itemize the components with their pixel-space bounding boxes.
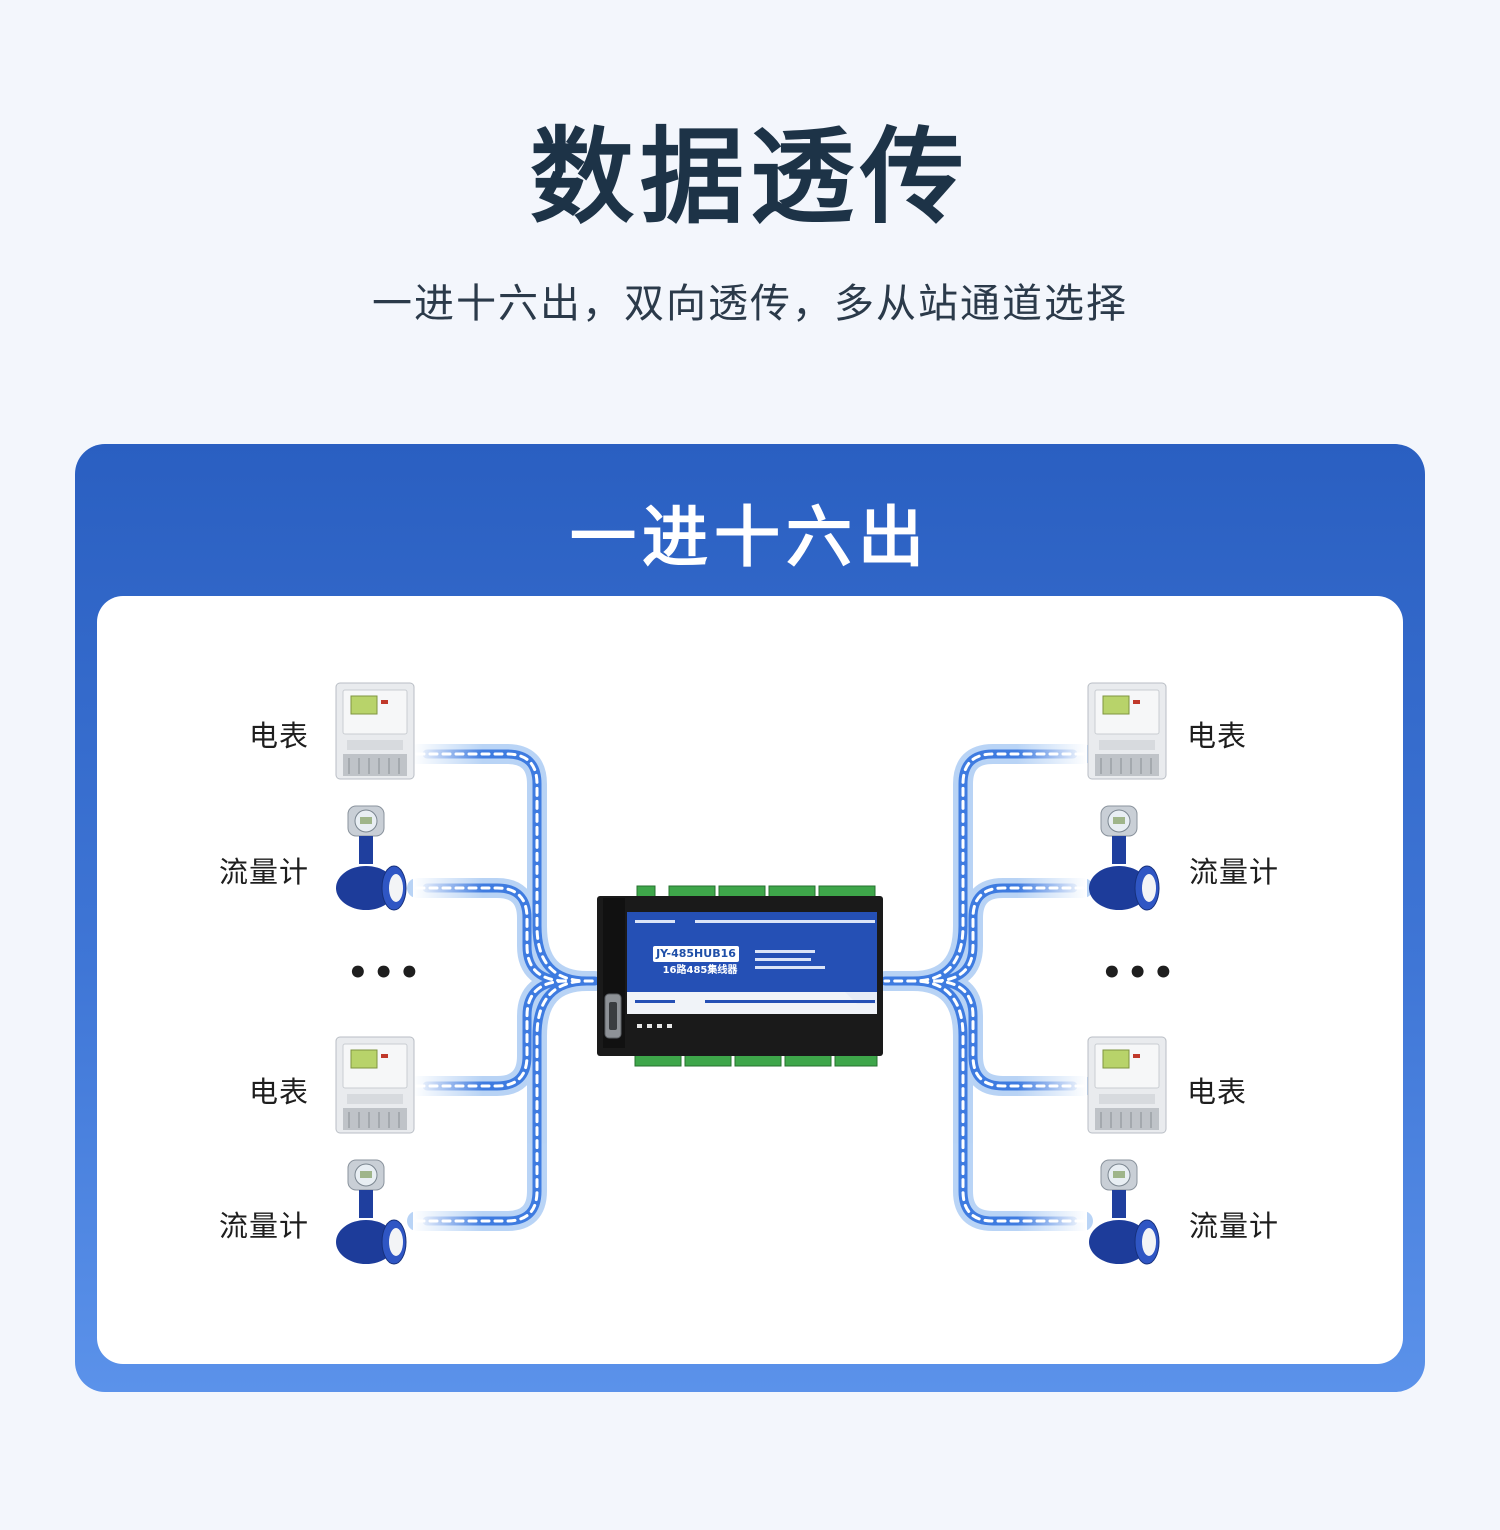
device-label-left-3: 电表 bbox=[248, 1075, 309, 1109]
topology-card: 电表 流量计 bbox=[97, 596, 1403, 1364]
device-label-left-1: 电表 bbox=[248, 719, 309, 753]
hub-model-label: JY-485HUB16 bbox=[653, 946, 739, 962]
connection-wires bbox=[407, 726, 1093, 1246]
device-label-right-3: 电表 bbox=[1187, 1075, 1248, 1109]
page-title: 数据透传 bbox=[529, 116, 970, 238]
rs485-hub-device-icon: JY-485HUB16 16路485集线器 bbox=[595, 884, 885, 1074]
electric-meter-icon bbox=[335, 682, 415, 784]
electric-meter-icon bbox=[1087, 682, 1167, 784]
page-subtitle: 一进十六出，双向透传，多从站通道选择 bbox=[372, 281, 1128, 327]
flow-meter-icon bbox=[1085, 1158, 1165, 1270]
topology-panel: 一进十六出 bbox=[75, 444, 1425, 1392]
electric-meter-icon bbox=[1087, 1036, 1167, 1138]
device-label-right-1: 电表 bbox=[1187, 719, 1248, 753]
device-label-right-2: 流量计 bbox=[1189, 855, 1280, 889]
device-label-right-4: 流量计 bbox=[1189, 1209, 1280, 1243]
ellipsis-left: ••• bbox=[347, 953, 425, 993]
panel-title: 一进十六出 bbox=[570, 499, 930, 576]
ellipsis-right: ••• bbox=[1101, 953, 1179, 993]
flow-meter-icon bbox=[1085, 804, 1165, 916]
flow-meter-icon bbox=[332, 1158, 412, 1270]
flow-meter-icon bbox=[332, 804, 412, 916]
hub-name-label: 16路485集线器 bbox=[662, 965, 738, 976]
electric-meter-icon bbox=[335, 1036, 415, 1138]
device-label-left-2: 流量计 bbox=[218, 855, 309, 889]
device-label-left-4: 流量计 bbox=[218, 1209, 309, 1243]
